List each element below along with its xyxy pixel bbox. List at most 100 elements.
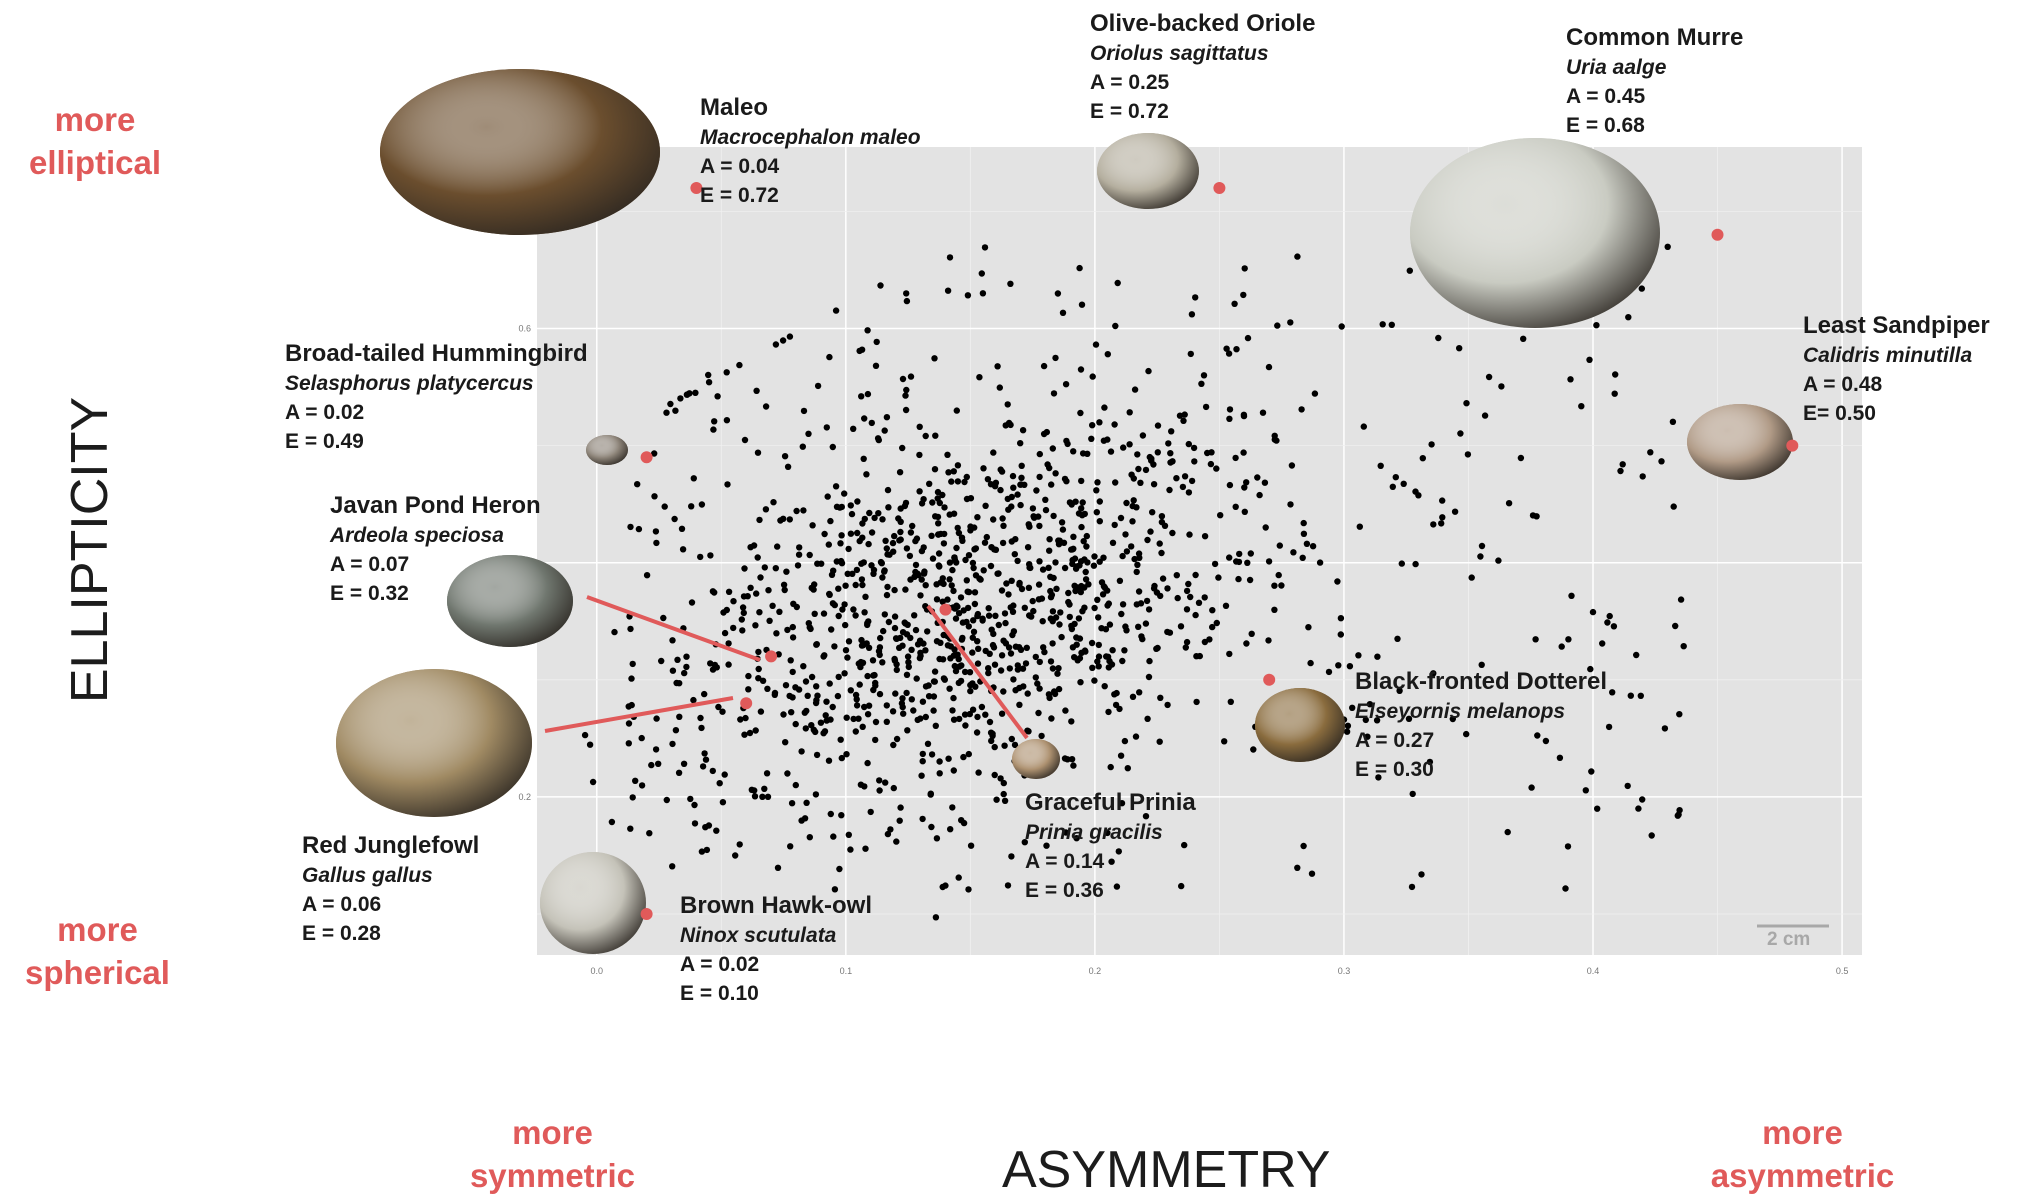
- data-point: [939, 883, 946, 891]
- egg-image-shading: [447, 555, 573, 647]
- species-common-name: Javan Pond Heron: [330, 492, 541, 519]
- data-point: [699, 763, 707, 770]
- data-point: [1032, 653, 1040, 661]
- data-point: [1010, 484, 1017, 491]
- data-point: [774, 543, 781, 550]
- data-point: [1105, 600, 1113, 607]
- data-point: [1150, 481, 1158, 488]
- data-point: [1185, 489, 1193, 496]
- data-point: [803, 799, 810, 806]
- data-point: [920, 496, 927, 503]
- connector-lines: [544, 595, 1029, 740]
- data-point: [932, 432, 939, 439]
- data-point: [962, 722, 969, 729]
- data-point: [1609, 689, 1616, 696]
- data-point: [1156, 540, 1163, 547]
- data-point: [1154, 449, 1162, 456]
- data-point: [1081, 604, 1088, 611]
- data-point: [1074, 584, 1081, 591]
- data-point: [629, 660, 636, 668]
- data-point: [1588, 768, 1595, 775]
- data-point: [928, 751, 936, 758]
- data-point: [861, 415, 868, 422]
- data-point: [1091, 677, 1098, 684]
- data-point: [713, 664, 720, 671]
- data-point: [1661, 725, 1669, 732]
- species-common-name: Brown Hawk-owl: [680, 892, 873, 919]
- data-point: [877, 282, 884, 289]
- data-point: [1362, 716, 1370, 724]
- data-point: [784, 626, 791, 634]
- data-point: [1003, 580, 1010, 587]
- data-point: [1294, 253, 1301, 260]
- data-point: [1095, 663, 1102, 670]
- data-point: [814, 382, 822, 390]
- data-point: [855, 715, 862, 722]
- data-point: [776, 608, 783, 615]
- data-point: [1099, 591, 1107, 598]
- data-point: [1122, 623, 1129, 630]
- data-point: [1542, 737, 1550, 745]
- data-point: [1002, 619, 1009, 627]
- data-point: [961, 711, 969, 718]
- data-point: [779, 337, 787, 344]
- data-point: [842, 621, 849, 629]
- data-point: [898, 700, 906, 707]
- data-point: [882, 779, 889, 786]
- data-point: [805, 430, 812, 437]
- data-point: [830, 833, 837, 840]
- data-point: [820, 653, 827, 660]
- data-point: [821, 530, 828, 538]
- data-point: [1066, 613, 1074, 621]
- data-point: [1073, 835, 1080, 842]
- data-point: [1008, 493, 1015, 501]
- data-point: [1405, 715, 1413, 722]
- data-point: [1676, 807, 1683, 814]
- data-point: [1360, 423, 1368, 430]
- species-common-name: Maleo: [700, 94, 769, 121]
- data-point: [875, 510, 882, 517]
- ellipticity-value: E= 0.50: [1803, 402, 1876, 425]
- data-point: [955, 655, 962, 663]
- data-point: [1001, 797, 1009, 804]
- data-point: [985, 612, 993, 619]
- data-point: [1309, 543, 1317, 550]
- data-point: [998, 468, 1006, 475]
- data-point: [1505, 500, 1513, 507]
- data-point: [698, 501, 706, 508]
- data-point: [1394, 635, 1401, 642]
- data-point: [1217, 512, 1224, 519]
- data-point: [1094, 658, 1101, 665]
- data-point: [1080, 538, 1087, 545]
- data-point: [1201, 594, 1208, 601]
- data-point: [883, 414, 891, 421]
- data-point: [920, 640, 927, 647]
- highlighted-point: [1786, 439, 1799, 452]
- connector-line: [544, 696, 734, 733]
- species-scientific-name: Gallus gallus: [302, 864, 433, 887]
- data-point: [1388, 321, 1396, 328]
- data-point: [1039, 618, 1046, 625]
- data-point: [1134, 561, 1141, 568]
- asymmetry-value: A = 0.14: [1025, 850, 1105, 873]
- data-point: [1077, 366, 1085, 373]
- data-point: [985, 669, 992, 677]
- data-point: [1567, 376, 1574, 383]
- annotation-olive-backed-oriole: Olive-backed Oriole Oriolus sagittatus A…: [1090, 8, 1315, 126]
- data-point: [1026, 612, 1033, 619]
- data-point: [897, 804, 904, 811]
- data-point: [904, 621, 911, 628]
- data-point: [765, 587, 772, 594]
- data-point: [985, 605, 992, 612]
- data-point: [929, 499, 936, 506]
- egg-image: [586, 435, 628, 465]
- data-point: [1226, 481, 1234, 489]
- data-point: [1430, 521, 1437, 528]
- data-point: [780, 581, 788, 588]
- data-point: [935, 520, 942, 527]
- data-point: [922, 713, 929, 721]
- data-point: [802, 678, 810, 685]
- data-point: [946, 254, 954, 261]
- data-point: [697, 714, 704, 722]
- data-point: [660, 614, 667, 622]
